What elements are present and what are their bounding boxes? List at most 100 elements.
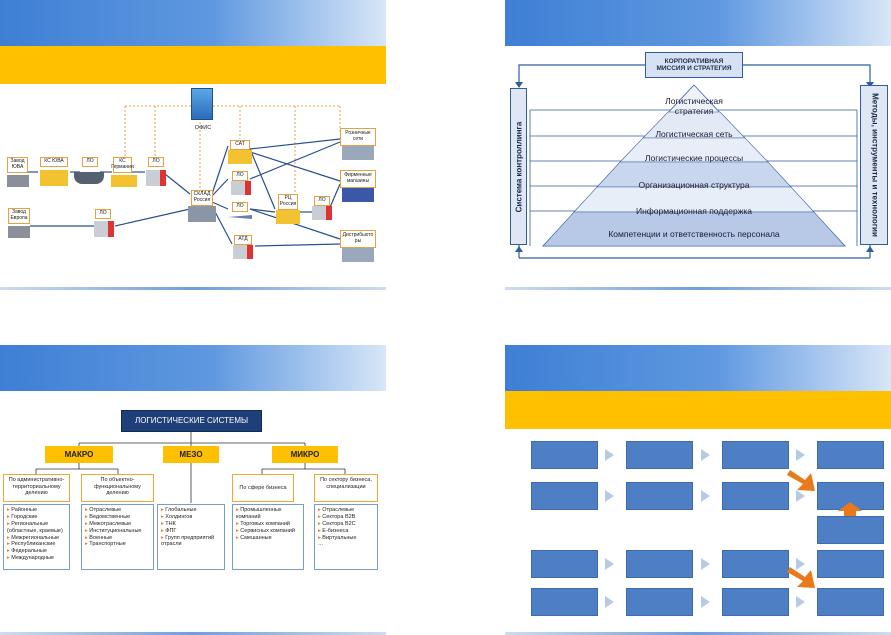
list-sector: ▸ Отраслевые ▸ Сектора B2B ▸ Сектора B2C… bbox=[314, 504, 378, 570]
process-box bbox=[531, 482, 598, 510]
list-func: ▸ Отраслевые ▸ Ведомственные ▸ Межотрасл… bbox=[81, 504, 154, 570]
container-terminal-icon bbox=[40, 170, 68, 186]
macro-func-category: По объектно-функциональному делению bbox=[81, 474, 154, 502]
list-item: ▸ Транспортные bbox=[85, 541, 126, 548]
lo-node: ЛО bbox=[148, 157, 164, 167]
process-box bbox=[817, 588, 884, 616]
level-info-support: Информационная поддержка bbox=[635, 206, 753, 216]
ship-icon bbox=[74, 172, 104, 184]
truck-icon bbox=[146, 170, 166, 186]
office-building-icon bbox=[191, 88, 213, 120]
supply-chain-diagram bbox=[28, 105, 341, 247]
corporate-mission-box: КОРПОРАТИВНАЯ МИССИЯ И СТРАТЕГИЯ bbox=[645, 52, 743, 78]
slide-footer-line bbox=[505, 632, 891, 635]
ks-germany-node: КС Германии bbox=[111, 157, 134, 173]
list-admin: ▸ Районные ▸ Городские ▸ Региональные (о… bbox=[3, 504, 70, 570]
macro-node: МАКРО bbox=[45, 446, 113, 463]
list-item: ▸ Отраслевые bbox=[85, 507, 122, 513]
lo-node: ЛО bbox=[95, 209, 111, 219]
process-box bbox=[626, 550, 693, 578]
slide-footer-line bbox=[0, 287, 386, 290]
truck-icon bbox=[231, 181, 251, 195]
plant-uva-node: Завод ЮВА bbox=[7, 157, 28, 173]
list-item: ▸ Ведомственные bbox=[85, 513, 131, 520]
slide-supply-chain[interactable]: ОФИС Завод ЮВА КС ЮВА ЛО КС Германии ЛО … bbox=[0, 0, 386, 290]
pyramid-diagram bbox=[515, 64, 874, 259]
classification-tree-lines bbox=[35, 432, 346, 503]
warehouse-icon bbox=[188, 206, 216, 222]
list-item: ▸ Торговых компаний bbox=[236, 520, 290, 527]
process-box bbox=[531, 441, 598, 469]
plant-europe-node: Завод Европа bbox=[8, 208, 30, 224]
atd-node: АТД bbox=[234, 235, 252, 245]
retail-store-icon bbox=[342, 146, 374, 160]
list-item: ▸ Промышленных компаний bbox=[236, 507, 282, 520]
arrow-right-icon bbox=[605, 490, 614, 502]
list-item: ▸ Военные bbox=[85, 534, 113, 541]
list-item: ▸ Холдингов bbox=[161, 513, 193, 520]
micro-node: МИКРО bbox=[272, 446, 338, 463]
list-item: ▸ Отраслевые bbox=[318, 507, 355, 513]
process-box bbox=[817, 550, 884, 578]
process-box bbox=[626, 441, 693, 469]
orange-arrows bbox=[787, 470, 862, 588]
level-strategy: Логистическая стратегия bbox=[665, 96, 723, 117]
factory-icon bbox=[8, 226, 30, 238]
list-item: ▸ Институциональные bbox=[85, 527, 142, 534]
arrow-right-icon bbox=[701, 558, 710, 570]
level-network: Логистическая сеть bbox=[655, 129, 733, 139]
arrow-right-icon bbox=[605, 449, 614, 461]
process-box bbox=[626, 588, 693, 616]
slide-process-grid[interactable] bbox=[505, 345, 891, 635]
macro-admin-category: По административно-территориальному деле… bbox=[3, 474, 70, 502]
container-terminal-icon bbox=[111, 175, 137, 187]
list-item: ▸ Региональные (областные, краевые) bbox=[7, 520, 63, 534]
list-item: ▸ Групп предприятий отрасли bbox=[161, 534, 215, 548]
process-box bbox=[722, 482, 789, 510]
container-terminal-icon bbox=[276, 210, 300, 224]
meso-node: МЕЗО bbox=[163, 446, 219, 463]
title-bar bbox=[505, 391, 891, 429]
list-item: ▸ ТНК bbox=[161, 520, 176, 527]
sat-node: САТ bbox=[230, 140, 250, 150]
list-item: ▸ Городские bbox=[7, 513, 38, 520]
arrow-right-icon bbox=[796, 490, 805, 502]
list-item: ▸ Республиканские bbox=[7, 541, 56, 548]
list-item: ▸ Сектора B2C bbox=[318, 520, 356, 527]
list-item: ▸ Сектора B2B bbox=[318, 513, 356, 520]
arrow-right-icon bbox=[605, 596, 614, 608]
micro-sector-category: По сектору бизнеса, специализации bbox=[314, 474, 378, 502]
process-box bbox=[722, 550, 789, 578]
list-item: … bbox=[318, 541, 324, 548]
list-item: ▸ Межрегиональные bbox=[7, 534, 60, 541]
list-item: ▸ Сервисных компаний bbox=[236, 527, 295, 534]
arrow-right-icon bbox=[796, 558, 805, 570]
list-item: ▸ Глобальные bbox=[161, 507, 197, 513]
lo-node: ЛО bbox=[314, 196, 330, 206]
list-item: ▸ ФПГ bbox=[161, 527, 177, 534]
list-meso: ▸ Глобальные ▸ Холдингов ▸ ТНК ▸ ФПГ ▸ Г… bbox=[157, 504, 225, 570]
arrow-right-icon bbox=[605, 558, 614, 570]
list-sphere: ▸ Промышленных компаний ▸ Торговых компа… bbox=[232, 504, 304, 570]
list-item: ▸ Районные bbox=[7, 507, 38, 513]
arrow-right-icon bbox=[701, 596, 710, 608]
slide-footer-line bbox=[0, 632, 386, 635]
lo-node: ЛО bbox=[232, 171, 248, 181]
slide-footer-line bbox=[505, 287, 891, 290]
controlling-panel: Система контроллинга bbox=[510, 88, 527, 245]
orange-arrow-up-left-icon bbox=[787, 567, 815, 588]
warehouse-russia-node: СКЛАД Россия bbox=[191, 190, 213, 206]
level-processes: Логистические процессы bbox=[644, 153, 744, 163]
orange-arrow-up-icon bbox=[838, 502, 862, 516]
lo-node: ЛО bbox=[82, 157, 98, 167]
airplane-icon bbox=[228, 215, 252, 219]
truck-icon bbox=[312, 206, 332, 220]
distributor-warehouse-icon bbox=[342, 248, 374, 262]
slide-header bbox=[0, 345, 386, 391]
process-box bbox=[531, 588, 598, 616]
slide-logistics-systems[interactable]: ЛОГИСТИЧЕСКИЕ СИСТЕМЫ МАКРО МЕЗО МИКРО П… bbox=[0, 345, 386, 635]
title-bar bbox=[0, 46, 386, 84]
process-box bbox=[817, 516, 884, 544]
arrow-right-icon bbox=[701, 449, 710, 461]
slide-logistics-pyramid[interactable]: КОРПОРАТИВНАЯ МИССИЯ И СТРАТЕГИЯ bbox=[505, 0, 891, 290]
